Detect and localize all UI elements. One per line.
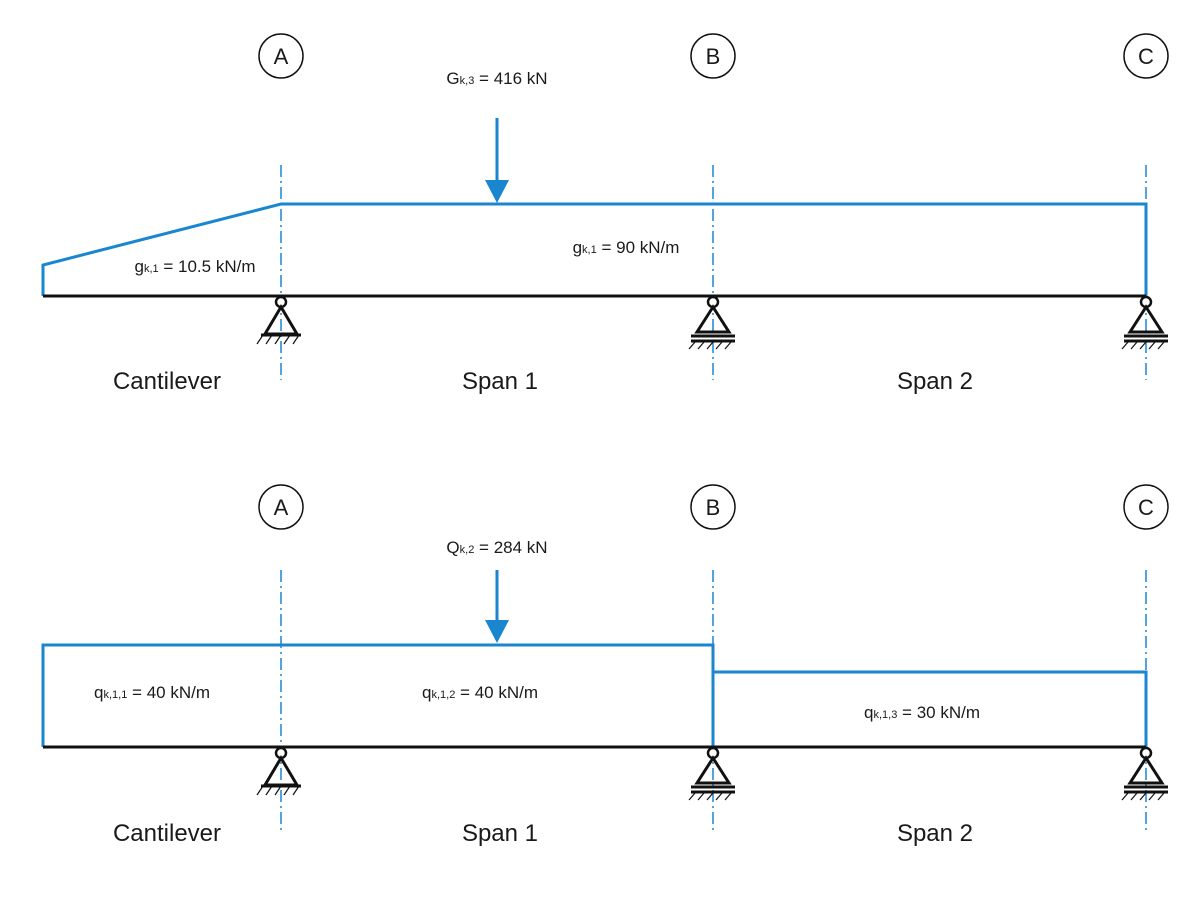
udl-3-symbol: q — [864, 703, 873, 722]
cantilever-load-subscript: k,1 — [144, 263, 159, 275]
point-load-symbol: G — [446, 69, 459, 88]
axis-label-a: A — [274, 44, 289, 69]
point-load-label: Qk,2 = 284 kN — [446, 538, 547, 557]
udl-3-label: qk,1,3 = 30 kN/m — [864, 703, 980, 722]
region-label-cantilever: Cantilever — [113, 820, 221, 847]
top-diagram: A B C Gk,3 = 416 kN gk,1 = 10.5 kN/m gk,… — [41, 33, 1169, 395]
distributed-load-outline — [41, 202, 1148, 296]
pinned-support-a — [256, 746, 301, 796]
span-load-subscript: k,1 — [582, 244, 597, 256]
point-load-subscript: k,2 — [460, 544, 475, 556]
cantilever-load-symbol: g — [134, 257, 143, 276]
udl-2-symbol: q — [422, 683, 431, 702]
region-label-span-1: Span 1 — [462, 368, 538, 395]
axis-label-a: A — [274, 495, 289, 520]
axis-marker-b: B — [690, 33, 736, 79]
udl-2-label: qk,1,2 = 40 kN/m — [422, 683, 538, 702]
distributed-load-outline-1 — [41, 643, 715, 747]
axis-label-b: B — [706, 495, 721, 520]
cantilever-load-value: = 10.5 kN/m — [159, 257, 256, 276]
span-load-symbol: g — [573, 238, 582, 257]
axis-marker-c: C — [1123, 484, 1169, 530]
udl-2-subscript: k,1,2 — [431, 689, 455, 701]
bottom-diagram: A B C Qk,2 = 284 kN qk,1,1 = 40 kN/m qk,… — [41, 484, 1169, 847]
roller-support-c — [1121, 746, 1168, 801]
axis-marker-a: A — [258, 33, 304, 79]
udl-1-label: qk,1,1 = 40 kN/m — [94, 683, 210, 702]
axis-label-c: C — [1138, 44, 1154, 69]
point-load-arrow — [485, 570, 509, 643]
region-label-span-1: Span 1 — [462, 820, 538, 847]
axis-label-c: C — [1138, 495, 1154, 520]
point-load-symbol: Q — [446, 538, 459, 557]
distributed-load-outline-2 — [713, 670, 1148, 747]
udl-1-symbol: q — [94, 683, 103, 702]
span-load-value: = 90 kN/m — [597, 238, 680, 257]
region-label-span-2: Span 2 — [897, 368, 973, 395]
region-label-cantilever: Cantilever — [113, 368, 221, 395]
roller-support-b — [688, 295, 735, 350]
point-load-subscript: k,3 — [460, 75, 475, 87]
axis-label-b: B — [706, 44, 721, 69]
roller-support-c — [1121, 295, 1168, 350]
cantilever-load-label: gk,1 = 10.5 kN/m — [134, 257, 255, 276]
point-load-arrow — [485, 118, 509, 203]
region-label-span-2: Span 2 — [897, 820, 973, 847]
point-load-value: = 284 kN — [474, 538, 547, 557]
udl-2-value: = 40 kN/m — [455, 683, 538, 702]
axis-marker-a: A — [258, 484, 304, 530]
pinned-support-a — [256, 295, 301, 345]
udl-1-value: = 40 kN/m — [127, 683, 210, 702]
udl-3-subscript: k,1,3 — [873, 709, 897, 721]
span-load-label: gk,1 = 90 kN/m — [573, 238, 680, 257]
axis-marker-b: B — [690, 484, 736, 530]
udl-3-value: = 30 kN/m — [897, 703, 980, 722]
udl-1-subscript: k,1,1 — [103, 689, 127, 701]
roller-support-b — [688, 746, 735, 801]
axis-marker-c: C — [1123, 33, 1169, 79]
point-load-value: = 416 kN — [474, 69, 547, 88]
point-load-label: Gk,3 = 416 kN — [446, 69, 547, 88]
